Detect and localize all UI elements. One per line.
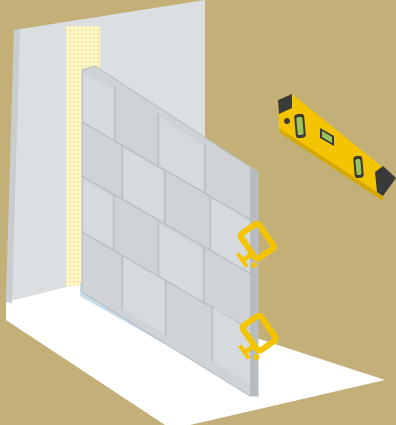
level-hole-icon: [284, 118, 290, 124]
